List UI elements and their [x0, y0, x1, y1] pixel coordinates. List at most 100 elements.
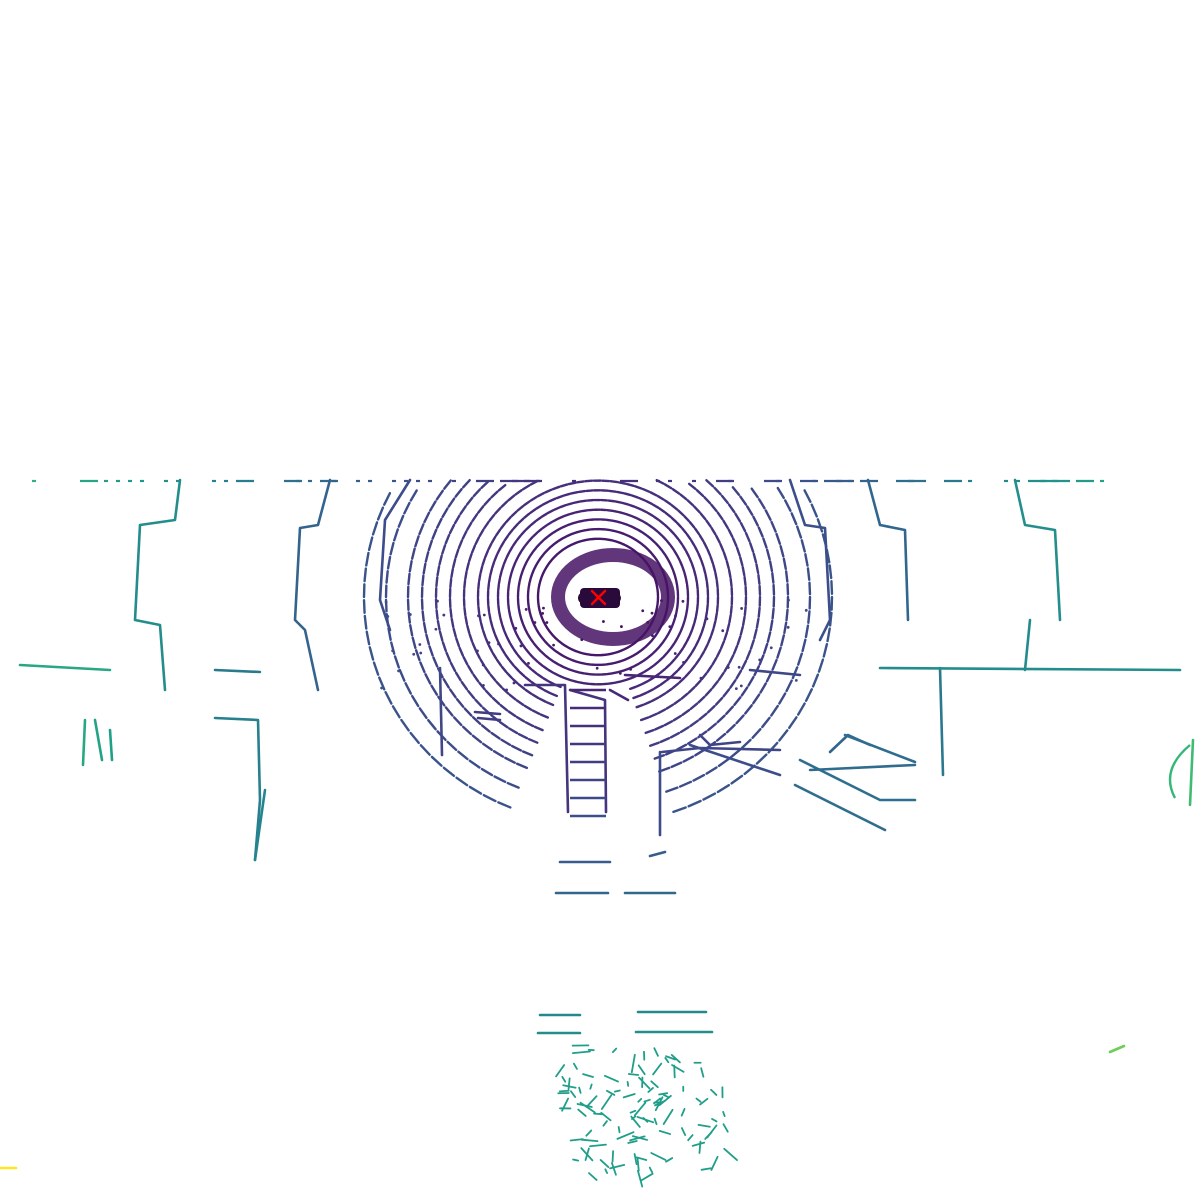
scan-ring-segment: [493, 698, 499, 704]
scan-ring-segment: [614, 511, 619, 512]
scan-ring-segment: [512, 746, 521, 750]
scan-ring-segment: [678, 510, 683, 514]
scan-ring-segment: [468, 691, 474, 698]
scan-ring-segment: [482, 769, 492, 775]
vegetation-point: [711, 1157, 717, 1170]
vegetation-point: [655, 1119, 657, 1124]
vegetation-point: [638, 1117, 654, 1122]
scan-ring-segment: [553, 487, 559, 489]
scan-ring-segment: [615, 531, 619, 532]
scan-ring-segment: [543, 570, 544, 573]
scan-point: [527, 662, 530, 665]
scan-ring-segment: [530, 612, 531, 616]
scan-ring-segment: [393, 706, 400, 717]
vegetation-point: [696, 1099, 700, 1102]
scan-ring-segment: [582, 510, 587, 511]
vegetation-point: [664, 1095, 669, 1097]
scan-ring-segment: [485, 499, 490, 505]
scan-ring-segment: [518, 506, 523, 510]
vegetation-point: [579, 1088, 580, 1093]
scan-ring-segment: [489, 646, 492, 652]
scan-point: [770, 646, 773, 649]
scan-ring-segment: [639, 498, 645, 500]
vegetation-point: [601, 1160, 609, 1167]
scan-ring-segment: [465, 572, 466, 579]
scan-ring-segment: [481, 566, 483, 572]
scan-ring-segment: [450, 689, 456, 697]
scan-ring-segment: [733, 539, 736, 546]
scan-ring-segment: [521, 571, 522, 575]
scan-ring-segment: [548, 629, 550, 632]
scan-ring-segment: [633, 527, 637, 529]
scan-point: [391, 649, 394, 652]
scan-ring-segment: [534, 566, 536, 569]
scan-ring-segment: [630, 656, 633, 658]
scan-ring-segment: [481, 482, 487, 488]
scan-ring-segment: [463, 727, 471, 734]
scan-ring-segment: [519, 609, 520, 613]
scan-point: [787, 626, 790, 629]
scan-ring-segment: [642, 647, 645, 649]
scan-ring-segment: [517, 717, 524, 721]
scan-ring-segment: [536, 517, 540, 520]
scan-ring-segment: [533, 533, 537, 536]
scan-point: [706, 617, 709, 620]
scan-ring-segment: [493, 628, 495, 634]
scan-ring-segment: [707, 582, 708, 588]
scan-ring-segment: [518, 655, 521, 659]
scan-ring-segment: [690, 630, 692, 635]
scan-ring-segment: [657, 585, 658, 588]
scan-ring-segment: [621, 680, 626, 681]
scan-ring-segment: [682, 710, 689, 715]
scan-ring-segment: [582, 663, 586, 664]
scan-ring-segment: [652, 651, 655, 654]
scan-ring-segment: [553, 635, 555, 637]
scan-ring-segment: [673, 684, 678, 688]
scan-ring-segment: [692, 647, 695, 652]
scan-ring-segment: [580, 653, 583, 654]
scan-ring-segment: [519, 685, 524, 689]
scan-point: [682, 661, 685, 664]
scan-ring-segment: [454, 717, 461, 725]
scan-ring-segment: [547, 702, 553, 705]
vehicle-body: [578, 592, 590, 604]
scan-ring-segment: [806, 689, 812, 700]
scan-ring-segment: [619, 482, 626, 483]
scan-ring-segment: [584, 520, 588, 521]
scan-ring-segment: [574, 671, 578, 672]
scan-ring-segment: [706, 521, 710, 527]
vegetation-point: [615, 1091, 620, 1092]
scan-ring-segment: [502, 667, 506, 672]
scan-ring-segment: [475, 700, 481, 706]
scan-ring-segment: [564, 667, 568, 669]
scan-ring-segment: [558, 552, 561, 554]
scan-ring-segment: [675, 535, 678, 539]
scan-ring-segment: [458, 752, 467, 759]
scan-ring-segment: [522, 547, 525, 551]
structure-segment: [650, 852, 665, 856]
scan-ring-segment: [394, 529, 398, 540]
scan-ring-segment: [558, 641, 561, 643]
scan-ring-segment: [729, 615, 730, 622]
scan-ring-segment: [696, 610, 697, 615]
scan-ring-segment: [750, 543, 753, 551]
scan-ring-segment: [615, 682, 620, 683]
scan-ring-segment: [569, 648, 572, 650]
scan-ring-segment: [500, 572, 501, 577]
scan-ring-segment: [675, 576, 676, 580]
scan-ring-segment: [420, 662, 424, 672]
vegetation-point: [573, 1052, 590, 1054]
scan-ring-segment: [706, 689, 711, 695]
scan-ring-segment: [364, 600, 365, 613]
scan-ring-segment: [701, 513, 706, 519]
scan-ring-segment: [437, 519, 441, 528]
scan-ring-segment: [660, 509, 665, 512]
scan-point: [442, 614, 445, 617]
scan-ring-segment: [663, 536, 666, 540]
scan-ring-segment: [565, 678, 570, 680]
scan-ring-segment: [476, 652, 479, 659]
scan-ring-segment: [563, 525, 567, 527]
scan-ring-segment: [525, 630, 527, 634]
scan-ring-segment: [463, 480, 470, 487]
scan-ring-segment: [548, 522, 552, 525]
